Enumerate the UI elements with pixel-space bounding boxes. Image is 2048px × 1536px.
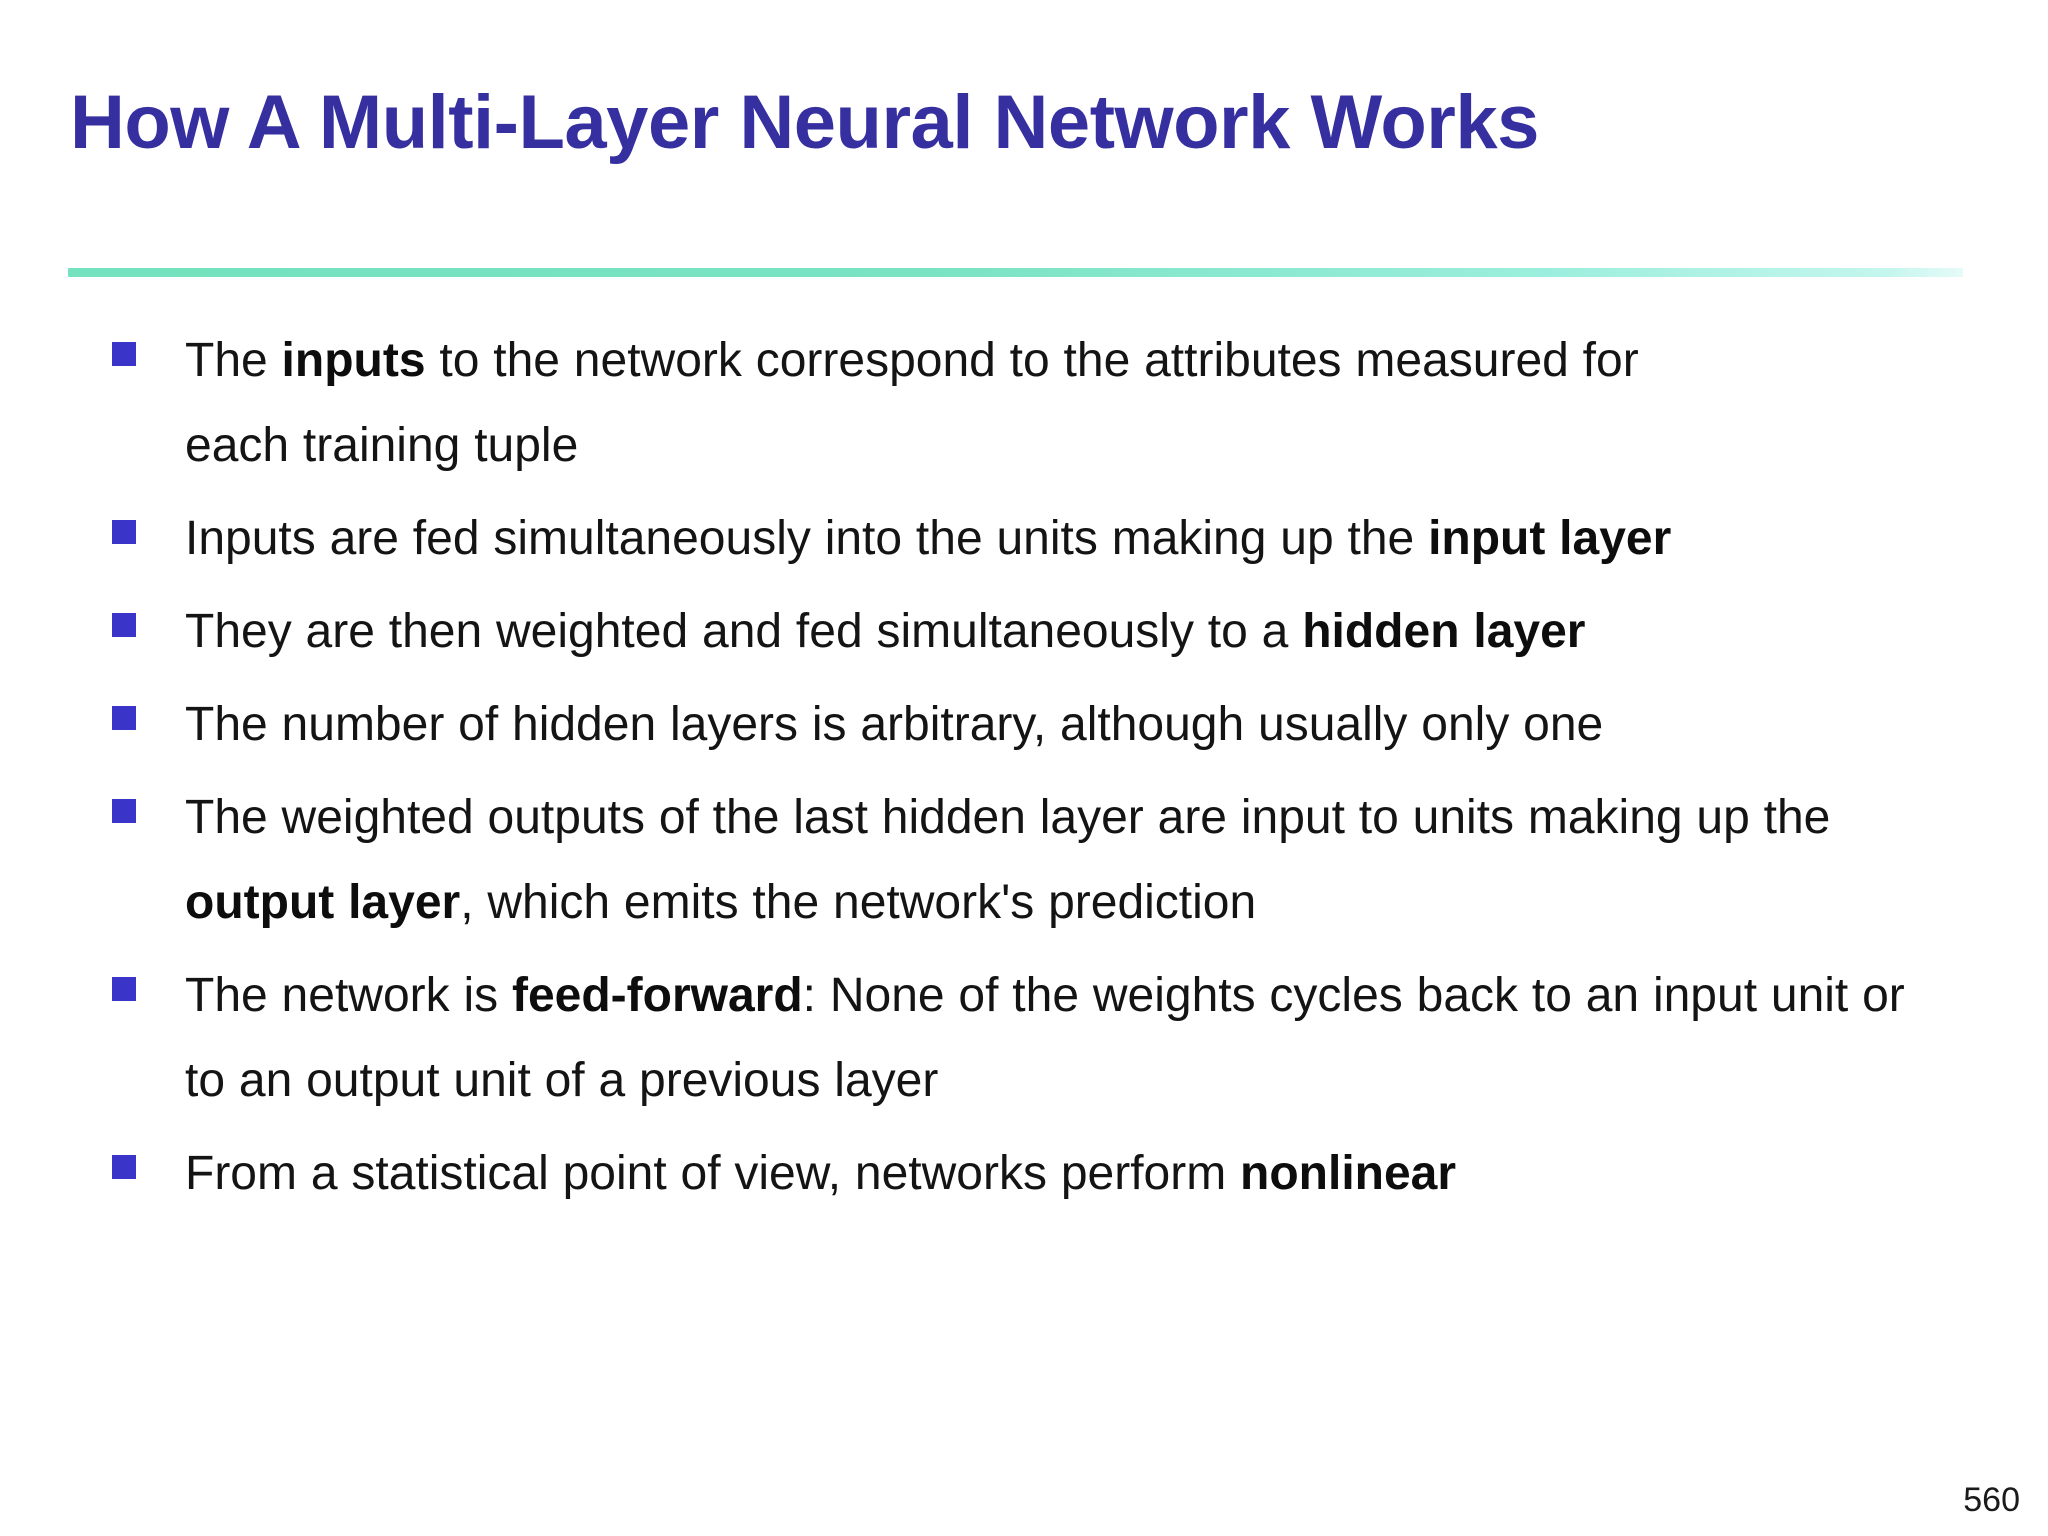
title-divider bbox=[68, 268, 1963, 277]
bullet-list: The inputs to the network correspond to … bbox=[0, 318, 2048, 1224]
list-item: The inputs to the network correspond to … bbox=[0, 318, 2048, 488]
square-bullet-icon bbox=[112, 613, 136, 637]
square-bullet-icon bbox=[112, 520, 136, 544]
square-bullet-icon bbox=[112, 977, 136, 1001]
list-item-text: Inputs are fed simultaneously into the u… bbox=[185, 512, 1672, 565]
list-item: From a statistical point of view, networ… bbox=[0, 1131, 2048, 1216]
page-number: 560 bbox=[1963, 1481, 2020, 1519]
list-item: The weighted outputs of the last hidden … bbox=[0, 775, 2048, 945]
square-bullet-icon bbox=[112, 799, 136, 823]
list-item: The number of hidden layers is arbitrary… bbox=[0, 682, 2048, 767]
list-item: The network is feed-forward: None of the… bbox=[0, 953, 2048, 1123]
list-item-text: They are then weighted and fed simultane… bbox=[185, 605, 1586, 658]
list-item: Inputs are fed simultaneously into the u… bbox=[0, 496, 2048, 581]
page-title: How A Multi-Layer Neural Network Works bbox=[70, 80, 1539, 165]
square-bullet-icon bbox=[112, 342, 136, 366]
list-item-text: From a statistical point of view, networ… bbox=[185, 1147, 1457, 1200]
list-item-text: The weighted outputs of the last hidden … bbox=[185, 791, 1831, 929]
list-item: They are then weighted and fed simultane… bbox=[0, 589, 2048, 674]
square-bullet-icon bbox=[112, 1155, 136, 1179]
square-bullet-icon bbox=[112, 706, 136, 730]
list-item-text: The network is feed-forward: None of the… bbox=[185, 969, 1905, 1107]
list-item-text: The inputs to the network correspond to … bbox=[185, 334, 1639, 472]
list-item-text: The number of hidden layers is arbitrary… bbox=[185, 698, 1604, 751]
